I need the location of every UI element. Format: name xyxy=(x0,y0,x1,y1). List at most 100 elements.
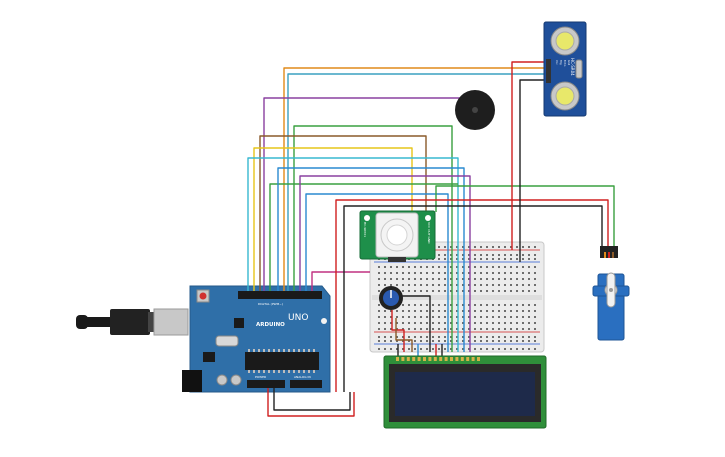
breadboard-hole xyxy=(396,278,398,280)
pir-sensor[interactable]: HC-SR501 VCC OUT GND xyxy=(359,210,436,262)
breadboard-hole xyxy=(492,304,494,306)
breadboard-hole xyxy=(408,322,410,324)
arduino-uno[interactable]: ARDUINO UNO DIGITAL (PWM~) POWER ANALOG … xyxy=(76,285,331,393)
breadboard-hole xyxy=(510,254,512,256)
breadboard-hole xyxy=(396,272,398,274)
breadboard-hole xyxy=(384,322,386,324)
breadboard-hole xyxy=(498,328,500,330)
ultrasonic-pin-label: Gnd xyxy=(567,60,571,66)
usb-cable-plug xyxy=(76,315,88,329)
breadboard-hole xyxy=(492,246,494,248)
breadboard-hole xyxy=(504,336,506,338)
breadboard-hole xyxy=(480,304,482,306)
breadboard-hole xyxy=(522,316,524,318)
breadboard-hole xyxy=(432,266,434,268)
breadboard-hole xyxy=(456,272,458,274)
breadboard-hole xyxy=(396,328,398,330)
breadboard-hole xyxy=(462,348,464,350)
servo-motor[interactable] xyxy=(592,246,630,341)
atmega-chip xyxy=(245,352,319,370)
breadboard-hole xyxy=(420,310,422,312)
breadboard-hole xyxy=(462,258,464,260)
breadboard-hole xyxy=(456,304,458,306)
wire-pir-gnd xyxy=(259,135,427,291)
wire-breadboard xyxy=(311,271,370,291)
breadboard-hole xyxy=(522,310,524,312)
breadboard-hole xyxy=(486,254,488,256)
breadboard-hole xyxy=(384,348,386,350)
breadboard-hole xyxy=(522,348,524,350)
breadboard-hole xyxy=(378,272,380,274)
breadboard-hole xyxy=(534,310,536,312)
breadboard-hole xyxy=(492,348,494,350)
breadboard-hole xyxy=(462,310,464,312)
breadboard-hole xyxy=(480,322,482,324)
wire-pot-gnd xyxy=(400,295,431,352)
breadboard-hole xyxy=(492,272,494,274)
breadboard-hole xyxy=(510,310,512,312)
breadboard-hole xyxy=(498,348,500,350)
breadboard-hole xyxy=(378,278,380,280)
breadboard-hole xyxy=(414,340,416,342)
breadboard-hole xyxy=(438,272,440,274)
breadboard-hole xyxy=(390,310,392,312)
breadboard-hole xyxy=(480,278,482,280)
breadboard-hole xyxy=(528,348,530,350)
analog-header xyxy=(290,380,322,388)
breadboard-hole xyxy=(534,284,536,286)
breadboard-hole xyxy=(504,316,506,318)
breadboard-hole xyxy=(456,322,458,324)
breadboard-hole xyxy=(504,278,506,280)
ultrasonic-sensor[interactable]: HC-SR04 Vcc Trig Echo Gnd xyxy=(543,21,587,117)
breadboard-hole xyxy=(390,328,392,330)
breadboard-hole xyxy=(402,272,404,274)
breadboard-hole xyxy=(480,290,482,292)
breadboard-hole xyxy=(426,266,428,268)
breadboard-hole xyxy=(456,310,458,312)
breadboard-hole xyxy=(408,328,410,330)
breadboard-hole xyxy=(432,348,434,350)
breadboard-hole xyxy=(504,340,506,342)
potentiometer[interactable] xyxy=(379,286,403,310)
breadboard-hole xyxy=(438,258,440,260)
breadboard-hole xyxy=(408,304,410,306)
breadboard-hole xyxy=(498,340,500,342)
piezo-buzzer[interactable] xyxy=(455,90,495,130)
breadboard-hole xyxy=(468,322,470,324)
breadboard-hole xyxy=(492,266,494,268)
breadboard[interactable] xyxy=(369,241,545,353)
breadboard-hole xyxy=(516,254,518,256)
breadboard-hole xyxy=(462,322,464,324)
breadboard-hole xyxy=(402,278,404,280)
breadboard-hole xyxy=(474,348,476,350)
breadboard-hole xyxy=(516,322,518,324)
breadboard-hole xyxy=(492,284,494,286)
breadboard-hole xyxy=(504,284,506,286)
breadboard-hole xyxy=(384,278,386,280)
breadboard-hole xyxy=(468,290,470,292)
breadboard-hole xyxy=(420,304,422,306)
breadboard-hole xyxy=(468,336,470,338)
breadboard-hole xyxy=(486,278,488,280)
breadboard-hole xyxy=(432,328,434,330)
breadboard-hole xyxy=(432,290,434,292)
reset-button xyxy=(199,292,207,300)
breadboard-hole xyxy=(516,310,518,312)
breadboard-hole xyxy=(504,246,506,248)
breadboard-hole xyxy=(432,272,434,274)
lcd-display[interactable] xyxy=(383,355,547,429)
breadboard-hole xyxy=(426,328,428,330)
breadboard-hole xyxy=(426,340,428,342)
breadboard-hole xyxy=(486,336,488,338)
breadboard-hole xyxy=(534,328,536,330)
breadboard-hole xyxy=(468,310,470,312)
breadboard-hole xyxy=(534,304,536,306)
breadboard-hole xyxy=(438,310,440,312)
wire-gnd-loop xyxy=(273,388,351,411)
breadboard-hole xyxy=(480,328,482,330)
breadboard-hole xyxy=(384,272,386,274)
breadboard-hole xyxy=(444,290,446,292)
breadboard-hole xyxy=(408,266,410,268)
breadboard-hole xyxy=(492,340,494,342)
